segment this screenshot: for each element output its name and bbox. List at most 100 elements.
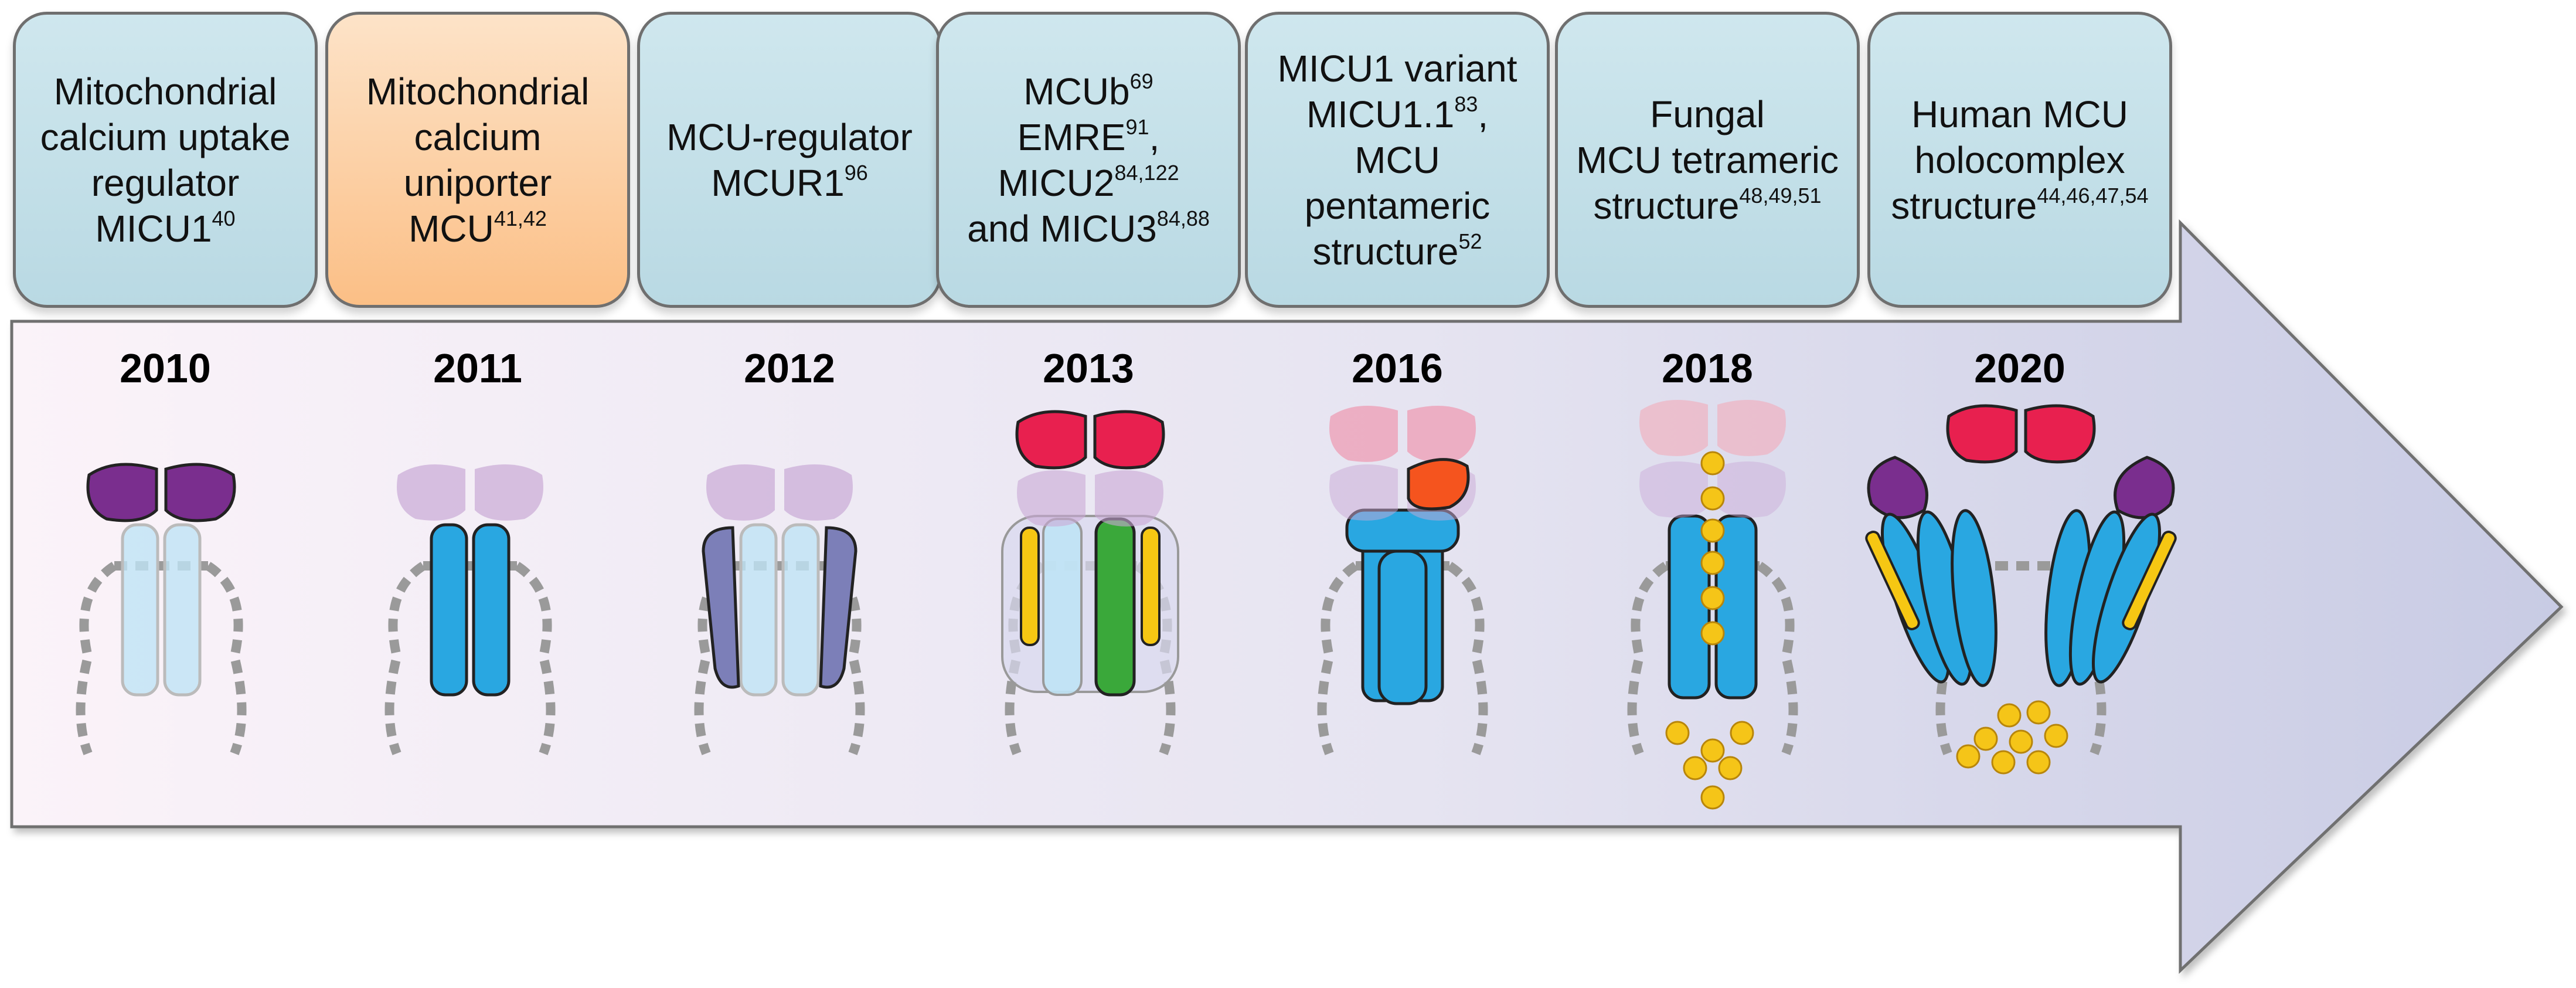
milestone-line: MCU-regulator xyxy=(666,114,913,160)
calcium-ion-icon xyxy=(1700,551,1725,575)
membrane-right xyxy=(205,562,247,755)
milestone-term: Mitochondrial xyxy=(53,70,277,113)
milestone-line: Fungal xyxy=(1576,91,1839,137)
mcu-subunit xyxy=(1042,518,1083,696)
reference-superscript: 84,88 xyxy=(1156,206,1210,230)
micu-lobe xyxy=(1407,406,1476,462)
milestone-line: calcium xyxy=(366,114,590,160)
milestone-term: regulator xyxy=(91,161,240,204)
micu1-1-lobe xyxy=(1407,458,1470,511)
calcium-ion-icon xyxy=(1700,621,1725,646)
membrane-right xyxy=(1757,562,1798,755)
milestone-term: MCU tetrameric xyxy=(1575,138,1839,181)
year-label-2012: 2012 xyxy=(744,345,835,391)
micu-lobe xyxy=(164,463,236,522)
mcu-subunit xyxy=(472,523,511,697)
timeline-arrow xyxy=(10,219,2564,974)
micu-lobe xyxy=(1017,470,1085,527)
milestone-term: MICU1 xyxy=(95,207,212,250)
micu-lobe xyxy=(1639,400,1708,456)
membrane-right xyxy=(514,562,556,755)
milestone-line: structure48,49,51 xyxy=(1576,183,1839,229)
reference-superscript: 83 xyxy=(1454,91,1478,116)
calcium-ion-icon xyxy=(1683,756,1707,780)
membrane-left xyxy=(1627,562,1669,755)
mcu-subunit xyxy=(163,523,202,697)
milestone-term: MCUb xyxy=(1023,70,1130,113)
calcium-ion-icon xyxy=(2026,700,2051,725)
punctuation: , xyxy=(1478,93,1489,135)
micu-lobe xyxy=(1329,406,1398,462)
milestone-term: calcium xyxy=(414,116,542,158)
milestone-line: MCU tetrameric xyxy=(1576,137,1839,183)
calcium-ion-icon xyxy=(2044,724,2068,748)
punctuation: , xyxy=(1149,116,1160,158)
milestone-term: MCU pentameric xyxy=(1304,138,1491,227)
milestone-line: Human MCU xyxy=(1891,91,2148,137)
reference-superscript: 52 xyxy=(1458,229,1482,253)
milestone-term: Fungal xyxy=(1650,93,1765,135)
micu-lobe xyxy=(1639,461,1708,518)
milestone-line: MICU1.183, xyxy=(1258,91,1536,137)
mcu-subunit xyxy=(1668,514,1711,700)
milestone-line: structure52 xyxy=(1258,229,1536,274)
micu-lobe xyxy=(1329,464,1398,521)
emre-subunit xyxy=(1865,531,1920,630)
milestone-term: MICU1 variant xyxy=(1277,47,1517,90)
reference-superscript: 40 xyxy=(212,206,236,230)
milestone-term: MICU1.1 xyxy=(1306,93,1455,135)
mcu-front-subunit xyxy=(1377,549,1428,705)
milestone-term: holocomplex xyxy=(1914,138,2125,181)
micu-lobe xyxy=(706,464,775,521)
milestone-term: MICU2 xyxy=(998,161,1115,204)
membrane-right xyxy=(1447,562,1488,755)
mcu-subunit xyxy=(781,523,820,697)
calcium-ion-icon xyxy=(1997,703,2022,728)
calcium-ion-icon xyxy=(1973,726,1998,751)
milestone-line: holocomplex xyxy=(1891,137,2148,183)
mcu-subunit xyxy=(121,523,159,697)
milestone-term: structure xyxy=(1593,184,1740,227)
milestone-line: and MICU384,88 xyxy=(967,206,1210,252)
calcium-ion-icon xyxy=(1700,586,1725,610)
year-label-2010: 2010 xyxy=(120,345,211,391)
calcium-ion-icon xyxy=(1700,738,1725,763)
milestone-line: MICU1 variant xyxy=(1258,46,1536,91)
micu-lobe xyxy=(86,463,158,522)
micu-lobe xyxy=(1095,470,1163,527)
reference-superscript: 44,46,47,54 xyxy=(2037,183,2149,208)
calcium-ion-icon xyxy=(1991,750,2016,775)
milestone-line: MCU41,42 xyxy=(366,206,590,252)
calcium-ion-icon xyxy=(1665,721,1690,745)
micu-lobe xyxy=(1015,410,1087,470)
year-label-2016: 2016 xyxy=(1352,345,1443,391)
channel-figures xyxy=(76,400,2177,810)
milestone-line: calcium uptake xyxy=(40,114,291,160)
milestone-term: Human MCU xyxy=(1911,93,2128,135)
micu-lobe xyxy=(1717,461,1786,518)
mcur1-subunit xyxy=(819,526,857,689)
micu-lobe xyxy=(1093,410,1165,470)
emre-subunit xyxy=(1141,527,1161,646)
membrane-left xyxy=(1317,562,1359,755)
micu-lobe xyxy=(784,464,853,521)
reference-superscript: 91 xyxy=(1125,114,1149,139)
calcium-ion-icon xyxy=(1700,451,1725,476)
calcium-ion-icon xyxy=(1956,744,1981,769)
micu-lobe xyxy=(2024,404,2096,464)
milestone-line: MICU284,122 xyxy=(967,160,1210,206)
reference-superscript: 84,122 xyxy=(1114,160,1179,185)
reference-superscript: 69 xyxy=(1129,69,1153,93)
